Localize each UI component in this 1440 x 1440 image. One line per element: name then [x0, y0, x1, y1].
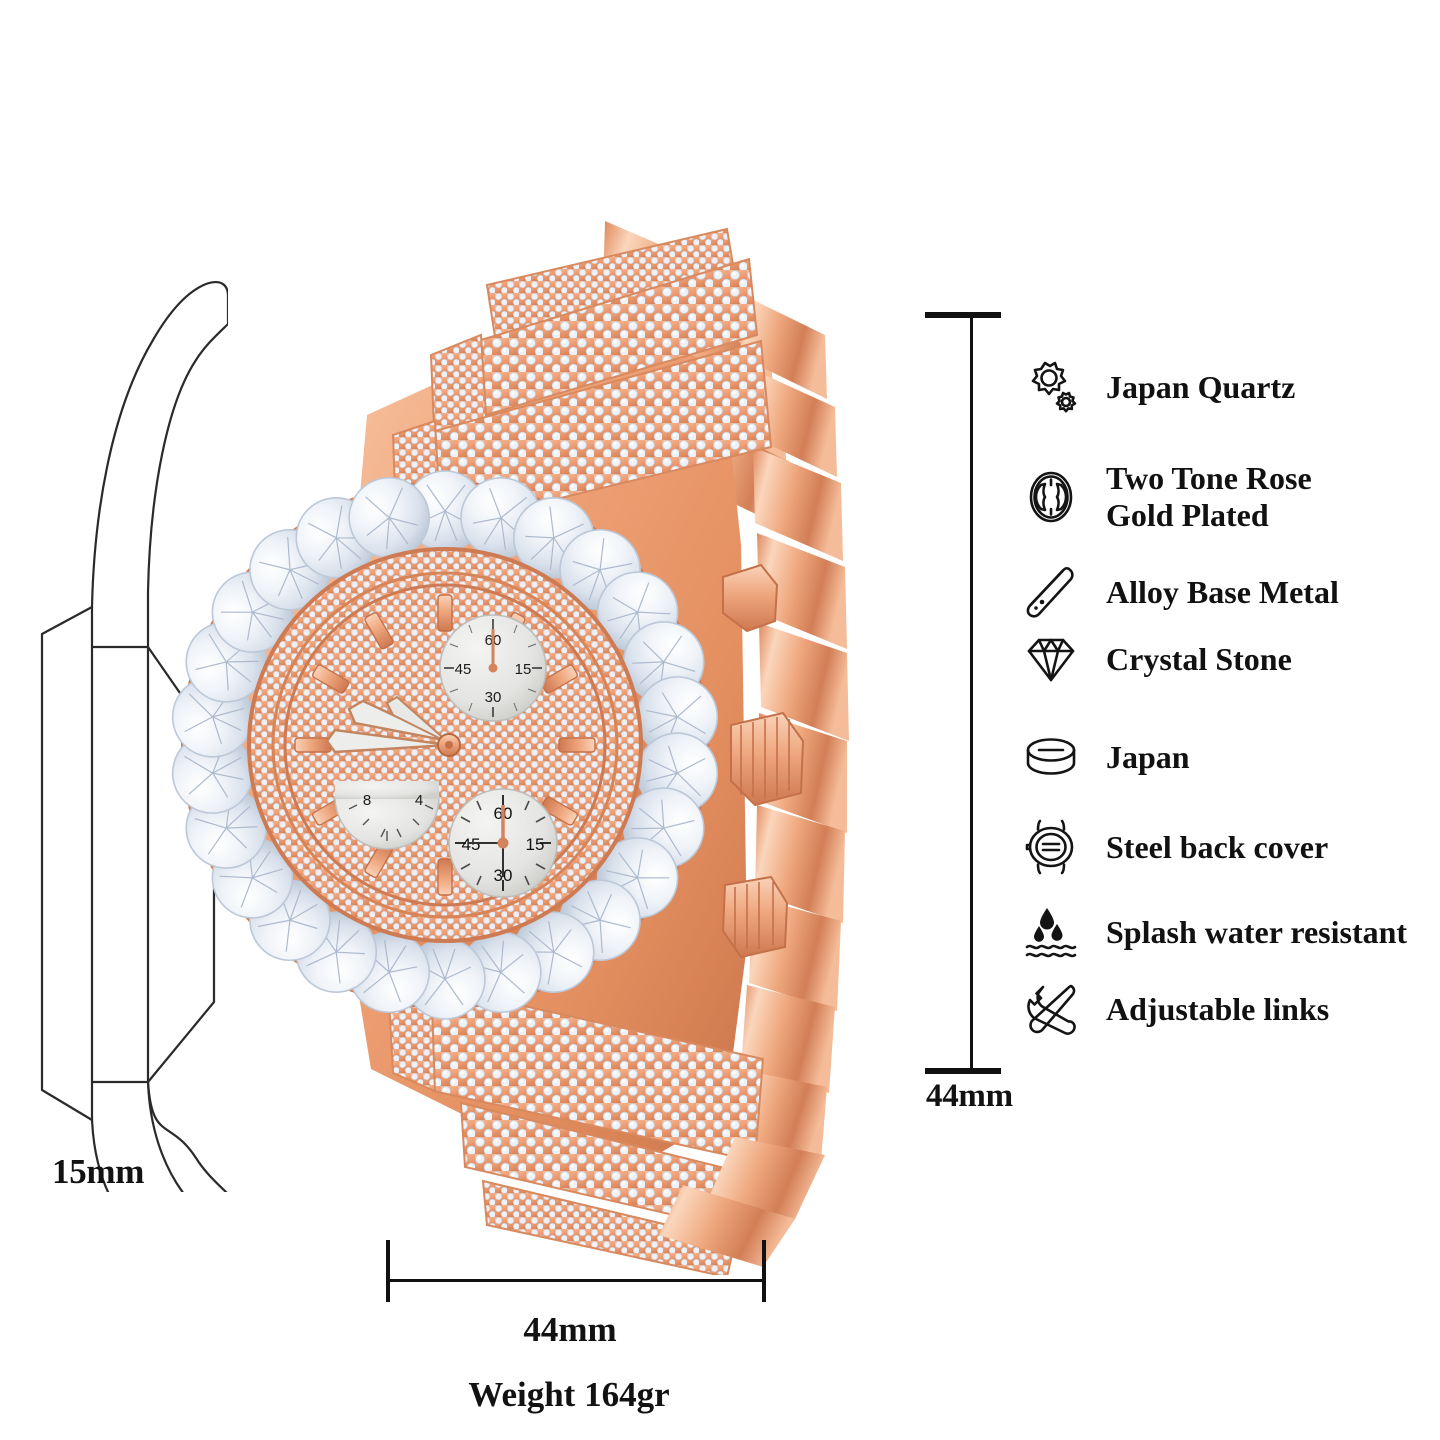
- watch-hands: [325, 695, 461, 757]
- dimension-shaft-horizontal: [388, 1279, 764, 1282]
- spec-row-steel-back-cover: Steel back cover: [1014, 810, 1328, 884]
- subdial-bottom: 60 15 30 45: [448, 788, 558, 898]
- specification-list: Japan Quartz Two Tone Rose Gold Plated: [1014, 350, 1434, 1050]
- height-dimension-label: 44mm: [926, 1078, 1013, 1114]
- gears-icon: [1014, 350, 1088, 424]
- svg-text:15: 15: [526, 835, 545, 854]
- watch-back-icon: [1014, 810, 1088, 884]
- spec-row-japan-battery: Japan: [1014, 720, 1190, 794]
- spec-label-steel-back-cover: Steel back cover: [1106, 828, 1329, 865]
- spec-row-crystal-stone: Crystal Stone: [1014, 622, 1292, 696]
- spec-label-japan-quartz: Japan Quartz: [1106, 368, 1296, 405]
- svg-text:45: 45: [455, 661, 472, 678]
- svg-text:30: 30: [485, 689, 502, 706]
- spec-row-splash-water-resistant: Splash water resistant: [1014, 895, 1407, 969]
- weight-label: Weight 164gr: [0, 1375, 1440, 1415]
- dimension-cap-left: [386, 1240, 390, 1302]
- svg-text:15: 15: [515, 661, 532, 678]
- wrench-screwdriver-icon: [1014, 972, 1088, 1046]
- thickness-dimension-label: 15mm: [52, 1152, 145, 1191]
- spec-row-japan-quartz: Japan Quartz: [1014, 350, 1295, 424]
- width-dimension-text: 44mm: [523, 1310, 617, 1349]
- crown-and-pushers: [721, 563, 805, 959]
- subdial-left: 8 4: [334, 781, 440, 850]
- spec-label-crystal-stone: Crystal Stone: [1106, 640, 1292, 677]
- spec-row-two-tone-rose-gold-plated: Two Tone Rose Gold Plated: [1014, 460, 1312, 534]
- bracelet-lower-links: [659, 1137, 825, 1267]
- spec-label-adjustable-links: Adjustable links: [1106, 990, 1330, 1027]
- metal-band-icon: [1014, 555, 1088, 629]
- spec-label-two-tone-rose-gold-plated: Two Tone Rose Gold Plated: [1106, 460, 1312, 533]
- svg-text:8: 8: [363, 792, 371, 809]
- dimension-cap-bottom: [925, 1068, 1001, 1074]
- svg-text:4: 4: [415, 792, 423, 809]
- bracelet-side-links: [733, 293, 849, 1161]
- subdial-top: 60 15 30 45: [439, 614, 547, 722]
- battery-cell-icon: [1014, 720, 1088, 794]
- dimension-cap-right: [762, 1240, 766, 1302]
- watch-dial: 60 15 30 45: [247, 547, 643, 943]
- spec-label-alloy-base-metal: Alloy Base Metal: [1106, 573, 1339, 610]
- spec-label-splash-water-resistant: Splash water resistant: [1106, 913, 1408, 950]
- dimension-shaft: [970, 315, 973, 1071]
- diamond-icon: [1014, 622, 1088, 696]
- weight-text: Weight 164gr: [468, 1375, 670, 1414]
- watch-product-image: 60 15 30 45: [135, 185, 895, 1275]
- spec-row-adjustable-links: Adjustable links: [1014, 972, 1329, 1046]
- width-dimension-label: 44mm: [0, 1310, 1440, 1350]
- water-splash-icon: [1014, 895, 1088, 969]
- width-dimension-line: [386, 1240, 766, 1302]
- height-dimension-line: [925, 312, 1025, 1074]
- hour-markers: [294, 594, 596, 896]
- spec-row-alloy-base-metal: Alloy Base Metal: [1014, 555, 1339, 629]
- svg-text:45: 45: [462, 835, 481, 854]
- dimension-cap-top: [925, 312, 1001, 318]
- movement-icon: [1014, 460, 1088, 534]
- spec-label-japan-battery: Japan: [1106, 738, 1190, 775]
